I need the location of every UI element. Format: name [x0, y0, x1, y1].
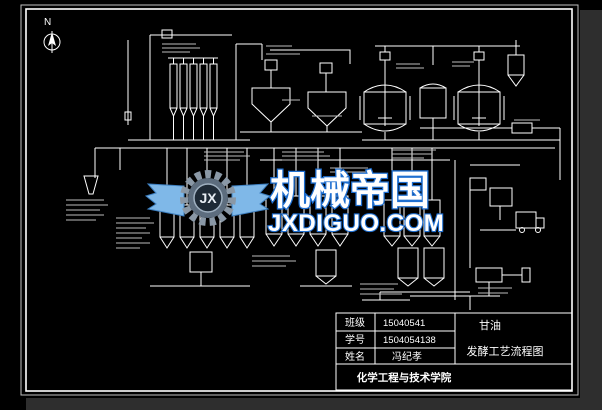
- equipment-box: [475, 267, 503, 283]
- watermark-wings: [144, 183, 272, 217]
- filter-column: [189, 58, 198, 140]
- hopper-section: [240, 44, 362, 133]
- transport-truck: [515, 211, 545, 233]
- collection-tank: [423, 247, 445, 287]
- logo-text: JX: [199, 190, 217, 206]
- class-value: 15040541: [383, 318, 425, 329]
- filter-column: [169, 58, 178, 140]
- filter-column: [199, 58, 208, 140]
- title-block: 班级 15040541 学号 1504054138 姓名 冯纪孝 甘油 发酵工艺…: [335, 312, 573, 391]
- collection-tank: [150, 251, 250, 287]
- storage-tank: [507, 54, 525, 87]
- illegible-annotation-marks: [66, 43, 540, 295]
- student-id-label: 学号: [345, 333, 365, 346]
- equipment-box: [521, 267, 531, 283]
- process-tank: [265, 148, 283, 247]
- name-value: 冯纪孝: [392, 351, 422, 363]
- feed-funnel: [83, 175, 99, 195]
- watermark-site: JXDIGUO.COM: [268, 210, 444, 237]
- process-tank: [423, 148, 441, 247]
- pump-box: [511, 122, 533, 134]
- process-tank: [179, 148, 195, 249]
- process-tank: [403, 148, 421, 247]
- school-name: 化学工程与技术学院: [357, 371, 452, 384]
- fermenter-section: [359, 40, 561, 180]
- fermenter-tank: [359, 51, 411, 132]
- drawing-title-line2: 发酵工艺流程图: [467, 344, 544, 358]
- intermediate-vessel: [419, 83, 447, 119]
- fermenter-tank: [453, 51, 505, 132]
- drawing-title-line1: 甘油: [479, 318, 501, 332]
- feed-filter-section: [124, 29, 262, 141]
- name-label: 姓名: [345, 350, 365, 363]
- collection-tank: [300, 249, 352, 287]
- hopper-tank: [251, 59, 291, 132]
- equipment-box: [469, 177, 487, 191]
- filter-column: [179, 58, 188, 140]
- north-label: N: [44, 17, 51, 28]
- watermark: JX 机械帝国 JXDIGUO.COM: [144, 167, 445, 238]
- collection-tank: [397, 247, 419, 287]
- downstream-section: [83, 147, 555, 310]
- class-label: 班级: [345, 317, 365, 329]
- equipment-box: [489, 187, 513, 207]
- gear-logo-icon: JX: [180, 170, 236, 226]
- outer-frame: [20, 4, 579, 396]
- inner-frame: [25, 8, 573, 392]
- hopper-tank: [307, 62, 347, 132]
- student-id-value: 1504054138: [383, 335, 436, 346]
- sheet: [0, 0, 580, 398]
- process-tank: [383, 148, 401, 247]
- north-arrow: N: [43, 17, 61, 53]
- filter-column: [209, 58, 218, 140]
- watermark-brand: 机械帝国: [270, 168, 430, 214]
